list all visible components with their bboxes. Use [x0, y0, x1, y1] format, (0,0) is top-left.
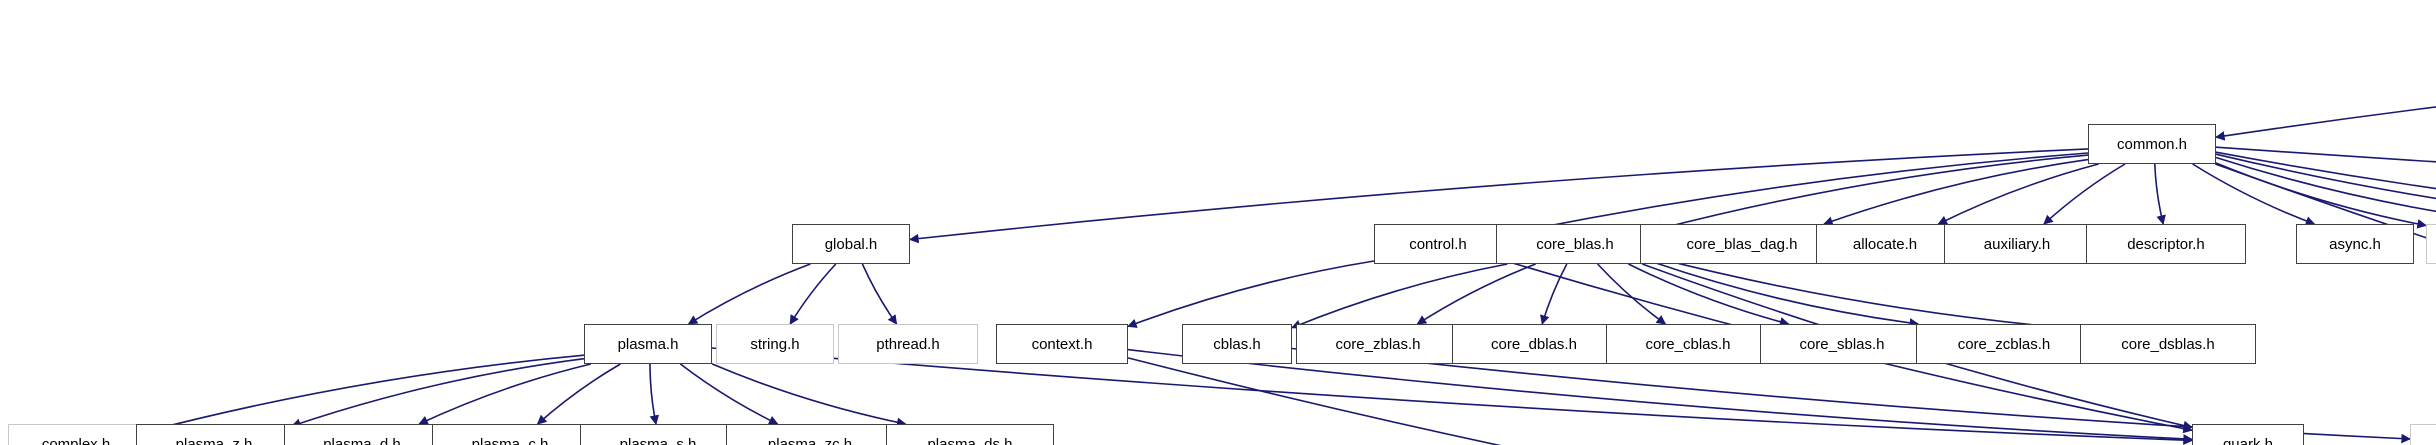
graph-node-label: quark.h — [2222, 435, 2274, 445]
graph-edge-common-to-control — [1501, 152, 2089, 238]
graph-edge-core_blas-to-core_sblas — [1628, 263, 1790, 327]
graph-edge-common-to-allocate — [1937, 163, 2099, 225]
graph-node-label: plasma_s.h — [619, 435, 697, 445]
graph-edge-common-to-async — [2192, 163, 2316, 226]
graph-node-label: plasma_c.h — [471, 435, 549, 445]
graph-node-label: descriptor.h — [2127, 235, 2205, 253]
graph-node-allocate[interactable]: allocate.h — [1816, 224, 1954, 264]
graph-edge-common-to-tile — [2215, 163, 2436, 242]
graph-edge-global-to-plasma — [687, 263, 811, 325]
graph-node-plasma_c[interactable]: plasma_c.h — [432, 424, 588, 445]
graph-node-global[interactable]: global.h — [792, 224, 910, 264]
graph-edge-common-to-core_blas — [1653, 154, 2089, 233]
graph-node-context[interactable]: context.h — [996, 324, 1128, 364]
graph-node-label: plasma_d.h — [323, 435, 401, 445]
graph-edge-common-to-descriptor — [2154, 163, 2166, 225]
graph-node-stddef[interactable]: stddef.h — [2410, 424, 2436, 445]
graph-edge-common-to-global — [909, 148, 2089, 244]
graph-node-label: core_blas.h — [1536, 235, 1614, 253]
graph-edge-common-to-core_blas_dag — [1823, 158, 2089, 226]
graph-node-complex[interactable]: complex.h — [8, 424, 144, 445]
graph-node-label: plasma_ds.h — [927, 435, 1013, 445]
graph-node-label: common.h — [2116, 135, 2188, 153]
graph-node-plasma_z[interactable]: plasma_z.h — [136, 424, 292, 445]
graph-node-label: context.h — [1031, 335, 1093, 353]
graph-node-core_dsblas[interactable]: core_dsblas.h — [2080, 324, 2256, 364]
graph-edge-plasma-to-quark — [711, 347, 2193, 445]
graph-node-core_dblas[interactable]: core_dblas.h — [1452, 324, 1616, 364]
graph-node-core_zcblas[interactable]: core_zcblas.h — [1916, 324, 2092, 364]
graph-node-plasma[interactable]: plasma.h — [584, 324, 712, 364]
graph-node-core_zblas[interactable]: core_zblas.h — [1296, 324, 1460, 364]
graph-edge-core_blas-to-core_zcblas — [1653, 261, 1920, 328]
graph-node-label: core_zcblas.h — [1957, 335, 2051, 353]
graph-node-core_cblas[interactable]: core_cblas.h — [1606, 324, 1770, 364]
graph-node-label: core_dblas.h — [1491, 335, 1577, 353]
graph-node-label: core_sblas.h — [1799, 335, 1885, 353]
graph-node-plasma_ds[interactable]: plasma_ds.h — [886, 424, 1054, 445]
graph-edge-core_blas-to-cblas — [1291, 263, 1508, 329]
graph-node-common[interactable]: common.h — [2088, 124, 2216, 164]
graph-node-descriptor[interactable]: descriptor.h — [2086, 224, 2246, 264]
graph-node-cblas[interactable]: cblas.h — [1182, 324, 1292, 364]
graph-node-label: plasma.h — [617, 335, 679, 353]
graph-node-core_sblas[interactable]: core_sblas.h — [1760, 324, 1924, 364]
graph-edge-core_blas-to-core_dblas — [1540, 263, 1568, 325]
graph-node-label: core_zblas.h — [1335, 335, 1421, 353]
graph-edge-common-to-auxiliary — [2043, 163, 2126, 225]
graph-edge-global-to-pthread — [861, 263, 898, 325]
graph-node-control[interactable]: control.h — [1374, 224, 1502, 264]
graph-edge-plasma-to-plasma_ds — [711, 363, 907, 427]
graph-node-plasma_s[interactable]: plasma_s.h — [580, 424, 736, 445]
graph-edge-root-to-common — [2215, 106, 2436, 141]
graph-edge-plasma-to-plasma_c — [536, 363, 621, 425]
graph-edge-common-to-compute_d — [2215, 153, 2436, 200]
graph-edge-context-to-quark — [1127, 348, 2193, 444]
graph-edge-global-to-string — [789, 263, 837, 325]
graph-edge-context-to-stdio — [1127, 357, 1502, 445]
graph-node-label: plasma_z.h — [175, 435, 253, 445]
graph-node-label: cblas.h — [1213, 335, 1261, 353]
graph-node-core_blas[interactable]: core_blas.h — [1496, 224, 1654, 264]
graph-node-label: auxiliary.h — [1983, 235, 2051, 253]
graph-edge-plasma-to-plasma_zc — [679, 363, 779, 425]
graph-edge-plasma-to-plasma_z — [291, 357, 585, 428]
graph-node-plasma_d[interactable]: plasma_d.h — [284, 424, 440, 445]
graph-node-label: complex.h — [41, 435, 111, 445]
graph-node-label: control.h — [1409, 235, 1467, 253]
graph-node-label: async.h — [2329, 235, 2381, 253]
graph-edge-plasma-to-complex — [143, 354, 585, 435]
graph-edge-plasma-to-plasma_s — [649, 363, 659, 425]
graph-node-label: allocate.h — [1852, 235, 1918, 253]
graph-node-label: pthread.h — [876, 335, 940, 353]
graph-edge-control-to-context — [1127, 260, 1375, 328]
graph-edge-core_blas-to-core_dsblas — [1653, 256, 2081, 334]
graph-edge-common-to-compute_c — [2215, 151, 2436, 190]
graph-edge-core_blas-to-core_zblas — [1416, 263, 1536, 325]
graph-node-label: global.h — [824, 235, 878, 253]
graph-edge-common-to-compute_s — [2215, 156, 2436, 213]
graph-edge-core_blas-to-core_cblas — [1597, 263, 1667, 325]
graph-node-quark[interactable]: quark.h — [2192, 424, 2304, 445]
graph-node-core_blas_dag[interactable]: core_blas_dag.h — [1640, 224, 1844, 264]
graph-node-label: plasma_zc.h — [767, 435, 853, 445]
graph-node-label: core_cblas.h — [1645, 335, 1731, 353]
graph-node-label: core_blas_dag.h — [1686, 235, 1798, 253]
graph-node-plasma_zc[interactable]: plasma_zc.h — [726, 424, 894, 445]
graph-node-unistd[interactable]: unistd.h — [2426, 224, 2436, 264]
graph-edge-plasma-to-plasma_d — [418, 363, 591, 425]
graph-node-label: string.h — [750, 335, 800, 353]
graph-node-auxiliary[interactable]: auxiliary.h — [1944, 224, 2090, 264]
graph-node-async[interactable]: async.h — [2296, 224, 2414, 264]
graph-node-pthread[interactable]: pthread.h — [838, 324, 978, 364]
graph-node-label: core_dsblas.h — [2121, 335, 2215, 353]
graph-node-string[interactable]: string.h — [716, 324, 834, 364]
